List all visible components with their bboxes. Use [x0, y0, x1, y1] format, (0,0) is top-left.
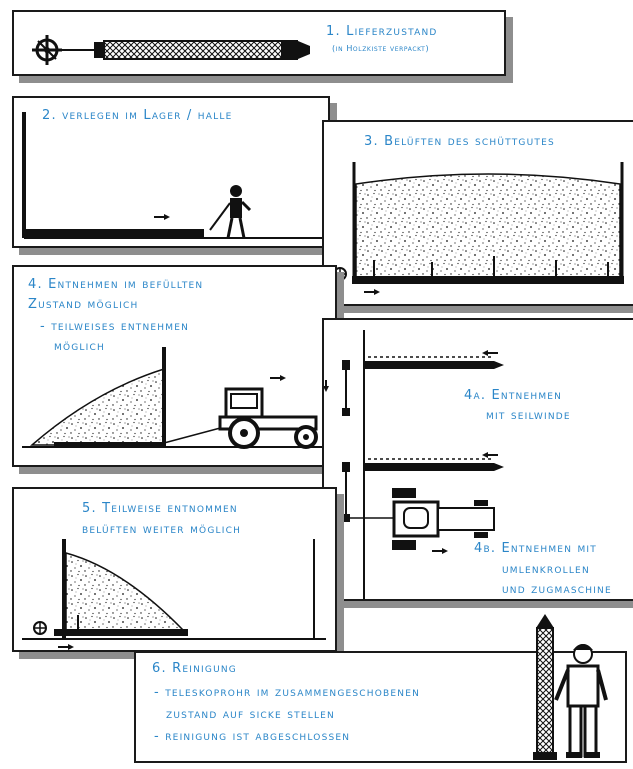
step-4-line-3: - teilweises entnehmen: [40, 319, 190, 334]
step-4b-line-3: und zugmaschine: [502, 582, 612, 597]
step-3-title: 3. Belüften des schüttgutes: [364, 134, 555, 149]
step-6-line-1: 6. Reinigung: [152, 661, 237, 676]
step-6-line-2: - teleskoprohr im zusammengeschobenen: [154, 685, 421, 700]
step-4a-line-1: 4a. Entnehmen: [464, 388, 563, 403]
step-1-panel: 1. Lieferzustand (in Holzkiste verpackt): [12, 10, 506, 76]
step-2-panel: 2. verlegen im Lager / halle: [12, 96, 330, 248]
step-4ab-panel: 4a. Entnehmen mit seilwinde 4b. Entnehme…: [322, 318, 633, 601]
step-5-line-1: 5. Teilweise entnommen: [82, 501, 238, 516]
step-4b-line-1: 4b. Entnehmen mit: [474, 541, 597, 556]
tractor-icon: [218, 387, 318, 449]
step-4a-line-2: mit seilwinde: [486, 408, 571, 423]
step-4-line-1: 4. Entnehmen im befüllten: [28, 277, 204, 292]
aeration-drawing: [333, 162, 624, 295]
laying-out-drawing: [22, 112, 326, 239]
step-6-panel: 6. Reinigung - teleskoprohr im zusammeng…: [134, 651, 627, 763]
step-5-panel: 5. Teilweise entnommen belüften weiter m…: [12, 487, 337, 652]
step-3-panel: 3. Belüften des schüttgutes: [322, 120, 633, 306]
removal-winch-drawing: [324, 330, 504, 599]
step-4-panel: 4. Entnehmen im befüllten Zustand möglic…: [12, 265, 337, 467]
tractor-top-icon: [392, 488, 495, 550]
step-6-line-4: - reinigung ist abgeschlossen: [154, 729, 351, 744]
step-5-line-2: belüften weiter möglich: [82, 522, 242, 537]
worker-icon: [209, 185, 252, 239]
step-1-title: 1. Lieferzustand: [326, 24, 438, 39]
coupling-icon: [32, 35, 62, 65]
step-1-note: (in Holzkiste verpackt): [332, 44, 430, 53]
step-2-title: 2. verlegen im Lager / halle: [42, 108, 233, 123]
partial-aeration-drawing: [22, 539, 326, 650]
step-4-line-2: Zustand möglich: [28, 297, 139, 312]
step-4b-line-2: umlenkrollen: [502, 562, 590, 577]
removal-filled-drawing: [22, 347, 332, 449]
step-4-line-4: möglich: [54, 339, 105, 354]
packed-tube-drawing: [32, 35, 310, 65]
step-6-line-3: zustand auf sicke stellen: [166, 707, 335, 722]
